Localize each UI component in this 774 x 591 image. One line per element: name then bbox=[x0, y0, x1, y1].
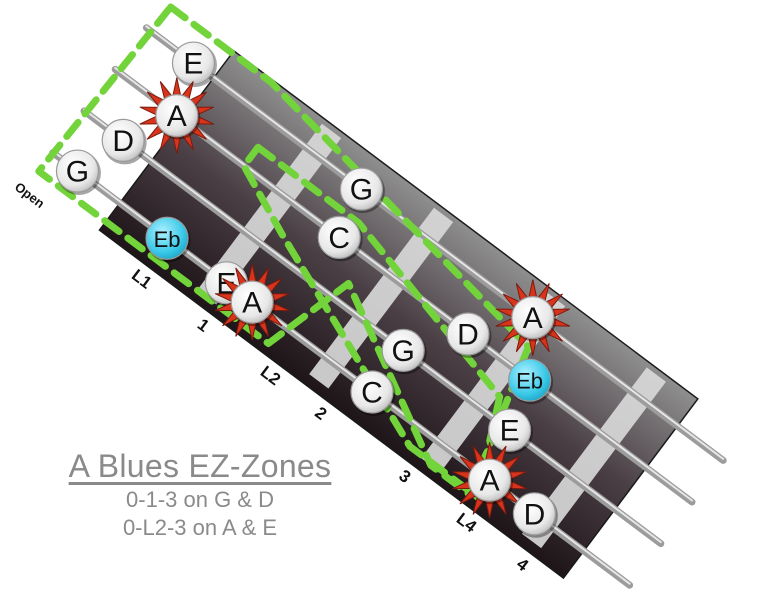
note-label: E bbox=[500, 415, 520, 448]
ez-zone-mid bbox=[240, 143, 504, 501]
note-d: D bbox=[446, 312, 492, 358]
note-label: G bbox=[392, 335, 415, 368]
position-label: 3 bbox=[395, 466, 414, 487]
note-label: A bbox=[523, 302, 543, 335]
string-a-highlight bbox=[114, 66, 693, 502]
string-e-highlight bbox=[145, 25, 725, 460]
note-g: G bbox=[55, 149, 101, 196]
string-d-highlight bbox=[83, 108, 662, 544]
note-circle bbox=[507, 358, 552, 402]
position-label: 2 bbox=[311, 403, 330, 424]
note-circle bbox=[171, 41, 216, 85]
note-d: D bbox=[101, 118, 147, 165]
note-circle bbox=[446, 312, 490, 356]
note-circle bbox=[55, 149, 100, 193]
position-label: Open bbox=[12, 179, 48, 211]
string-e bbox=[142, 24, 727, 464]
note-e: E bbox=[171, 41, 217, 88]
note-circle bbox=[101, 118, 145, 162]
note-circle bbox=[468, 458, 512, 502]
note-label: Eb bbox=[154, 227, 181, 252]
note-label: C bbox=[361, 377, 383, 410]
note-a-root: A bbox=[452, 442, 527, 519]
note-g: G bbox=[381, 328, 427, 375]
note-label: D bbox=[524, 498, 546, 531]
caption: A Blues EZ-Zones 0-1-3 on G & D 0-L2-3 o… bbox=[40, 448, 360, 541]
note-g: G bbox=[339, 167, 385, 214]
note-label: G bbox=[66, 156, 89, 189]
note-label: C bbox=[328, 222, 350, 255]
position-label: 4 bbox=[513, 554, 532, 575]
caption-line-1: 0-1-3 on G & D bbox=[126, 487, 274, 512]
note-d: D bbox=[512, 492, 558, 538]
note-circle bbox=[350, 370, 394, 414]
note-label: E bbox=[183, 48, 203, 81]
diagram-title: A Blues EZ-Zones bbox=[68, 448, 332, 484]
note-c: C bbox=[317, 215, 363, 262]
note-eb: Eb bbox=[507, 358, 554, 405]
note-label: D bbox=[112, 125, 134, 158]
string-d bbox=[80, 107, 665, 548]
note-label: Eb bbox=[516, 369, 543, 394]
string-a bbox=[111, 65, 696, 506]
note-label: D bbox=[457, 319, 479, 352]
note-circle bbox=[488, 408, 532, 452]
note-circle bbox=[339, 167, 384, 211]
note-label: A bbox=[167, 100, 187, 133]
note-label: A bbox=[242, 287, 262, 320]
note-circle bbox=[512, 492, 557, 536]
note-a-root: A bbox=[139, 77, 215, 154]
note-e: E bbox=[488, 408, 534, 455]
note-circle bbox=[511, 296, 555, 340]
note-label: G bbox=[350, 174, 373, 207]
note-circle bbox=[317, 215, 361, 259]
note-a-root: A bbox=[214, 263, 290, 341]
note-circle bbox=[145, 216, 189, 260]
note-c: C bbox=[350, 370, 396, 416]
note-circle bbox=[230, 280, 274, 324]
note-markers: EADGEbEAGCADEbGCEAD bbox=[55, 41, 571, 538]
note-circle bbox=[155, 93, 199, 138]
position-label: 1 bbox=[194, 315, 213, 336]
note-label: A bbox=[480, 465, 500, 498]
note-circle bbox=[381, 328, 425, 372]
note-eb: Eb bbox=[145, 216, 191, 263]
note-a-root: A bbox=[495, 279, 571, 356]
caption-line-2: 0-L2-3 on A & E bbox=[122, 515, 278, 540]
fret-2 bbox=[309, 207, 454, 389]
